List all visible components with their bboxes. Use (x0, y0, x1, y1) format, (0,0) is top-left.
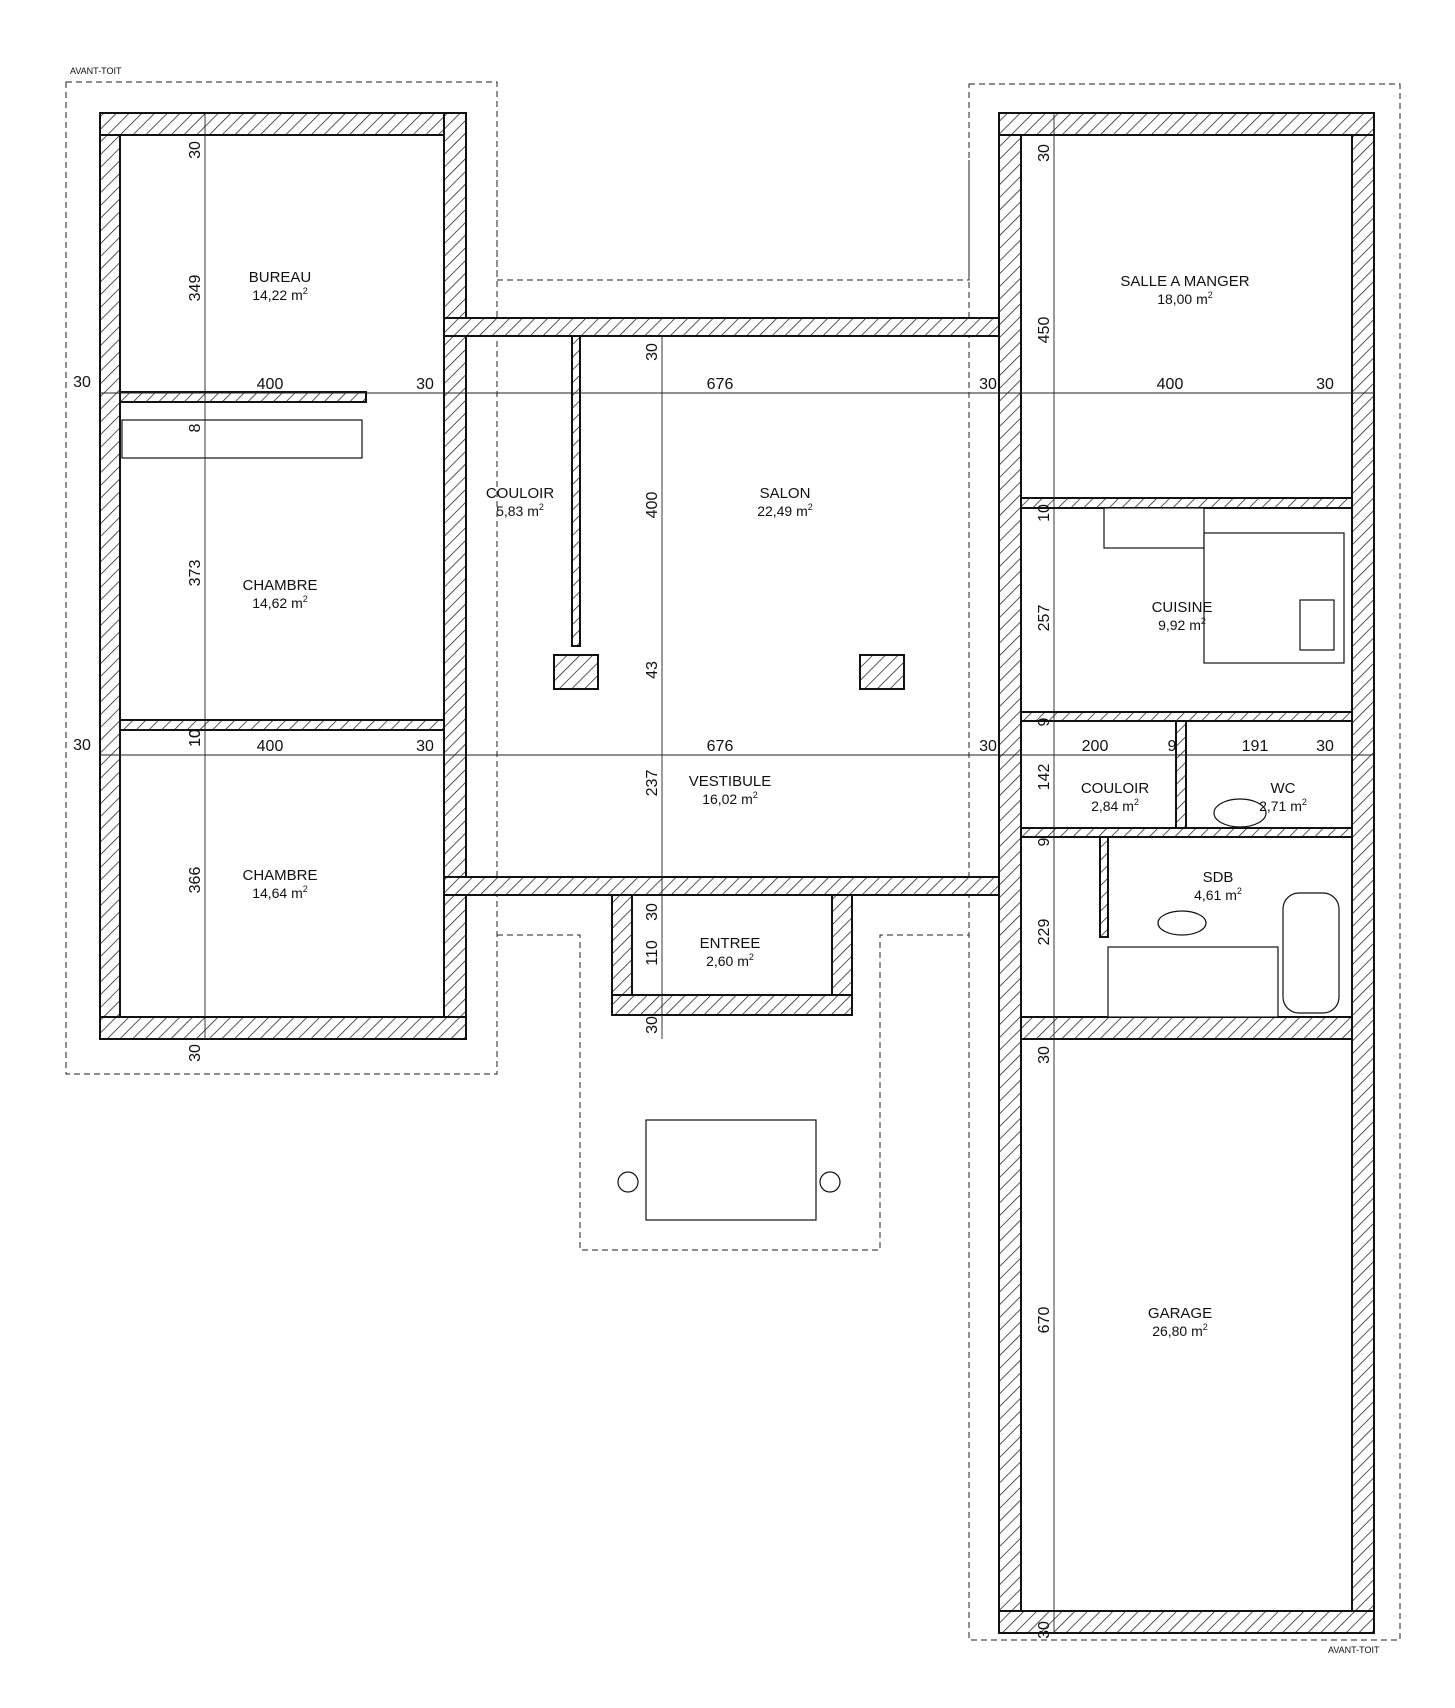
dimension: 30 (1316, 376, 1334, 393)
dimension: 676 (707, 738, 734, 755)
dimension: 237 (644, 770, 661, 797)
dimension: 30 (416, 376, 434, 393)
dimension: 349 (187, 275, 204, 302)
room-name: COULOIR (1081, 780, 1150, 797)
dimension: 400 (1157, 376, 1184, 393)
room-labels: BUREAU 14,22 m2 CHAMBRE 14,62 m2 CHAMBRE… (242, 269, 1306, 1339)
room-area: 14,64 m2 (252, 884, 308, 901)
dimension: 400 (257, 376, 284, 393)
dimension: 8 (187, 423, 204, 432)
eave-outlines (65, 81, 1401, 1641)
dimension: 400 (644, 492, 661, 519)
room-name: COULOIR (486, 485, 555, 502)
eave-label-top: AVANT-TOIT (70, 66, 122, 76)
dimension: 9 (1036, 717, 1053, 726)
dimension: 366 (187, 867, 204, 894)
dimension-lines (100, 113, 1374, 1633)
room-area: 14,62 m2 (252, 594, 308, 611)
dimension: 30 (187, 1044, 204, 1062)
dimension: 10 (1036, 504, 1053, 522)
room-name: SALLE A MANGER (1120, 273, 1249, 290)
room-name: SDB (1203, 869, 1234, 886)
walls (99, 112, 1375, 1634)
room-area: 5,83 m2 (496, 502, 544, 519)
eave-label-bottom: AVANT-TOIT (1328, 1645, 1380, 1655)
room-area: 2,84 m2 (1091, 797, 1139, 814)
dimension: 43 (644, 661, 661, 679)
dimension: 30 (73, 737, 91, 754)
room-name: SALON (760, 485, 811, 502)
dimension: 30 (1036, 144, 1053, 162)
room-name: CHAMBRE (242, 867, 317, 884)
room-name: ENTREE (700, 935, 761, 952)
room-area: 18,00 m2 (1157, 290, 1213, 307)
room-name: WC (1271, 780, 1296, 797)
dimension: 30 (1316, 738, 1334, 755)
room-area: 22,49 m2 (757, 502, 813, 519)
room-area: 16,02 m2 (702, 790, 758, 807)
room-name: VESTIBULE (689, 773, 772, 790)
dimension: 30 (1036, 1046, 1053, 1064)
room-area: 26,80 m2 (1152, 1322, 1208, 1339)
dimension: 110 (644, 940, 661, 966)
dimension: 191 (1242, 738, 1269, 755)
dimension: 400 (257, 738, 284, 755)
dimension: 670 (1036, 1307, 1053, 1334)
dimension: 200 (1082, 738, 1109, 755)
dimension: 30 (187, 141, 204, 159)
dimension: 30 (979, 376, 997, 393)
dimension: 229 (1036, 919, 1053, 946)
room-name: CUISINE (1152, 599, 1213, 616)
dimension: 10 (187, 729, 204, 747)
room-area: 14,22 m2 (252, 286, 308, 303)
dimension: 30 (644, 343, 661, 361)
dimension: 10 (187, 729, 204, 747)
dimension: 30 (644, 903, 661, 921)
room-area: 9,92 m2 (1158, 616, 1206, 633)
dimension: 30 (1036, 1621, 1053, 1639)
room-name: CHAMBRE (242, 577, 317, 594)
dimension: 30 (979, 738, 997, 755)
fixtures (121, 419, 1345, 1221)
dimension: 30 (416, 738, 434, 755)
room-name: GARAGE (1148, 1305, 1212, 1322)
room-area: 2,71 m2 (1259, 797, 1307, 814)
dimension: 9 (1168, 738, 1177, 755)
dimension: 450 (1036, 317, 1053, 344)
dimension: 9 (1036, 837, 1053, 846)
dimension: 142 (1036, 764, 1053, 791)
room-area: 4,61 m2 (1194, 886, 1242, 903)
dimension: 373 (187, 560, 204, 587)
dimension: 676 (707, 376, 734, 393)
dimension: 30 (644, 1016, 661, 1034)
room-name: BUREAU (249, 269, 312, 286)
dimension: 257 (1036, 605, 1053, 632)
dimension: 30 (73, 374, 91, 391)
room-area: 2,60 m2 (706, 952, 754, 969)
dimension-labels: 30 30 349 30 400 30 676 30 400 30 30 450… (73, 141, 1334, 1639)
